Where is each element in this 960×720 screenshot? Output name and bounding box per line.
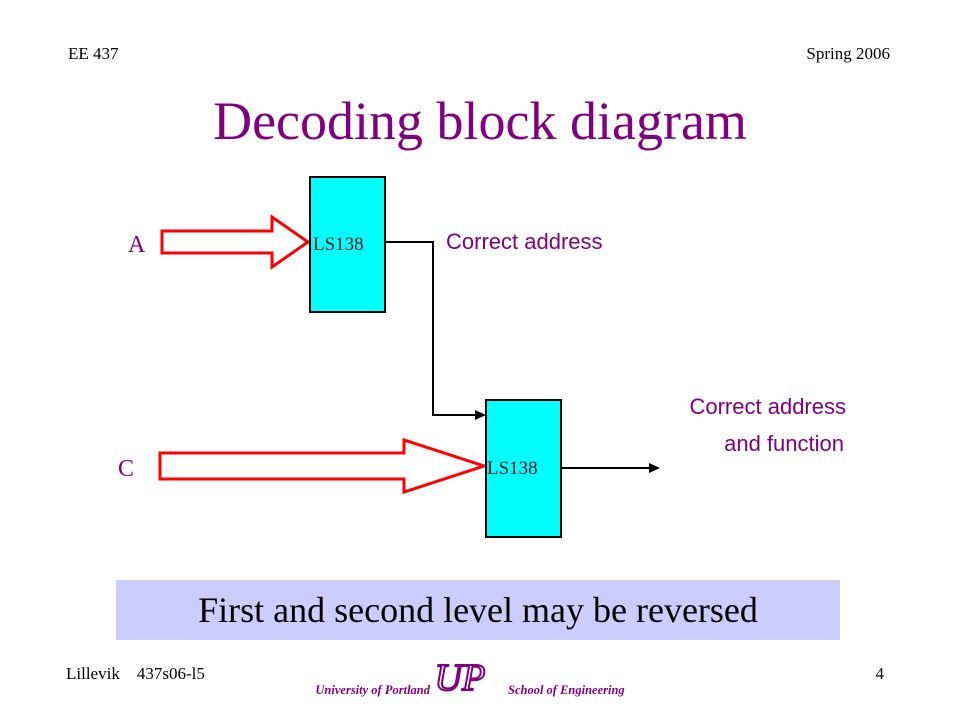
output-wire-arrowhead (649, 463, 660, 473)
output-2-label-line1: Correct address (689, 394, 846, 419)
input-arrow-a (160, 214, 311, 270)
enable-wire (385, 241, 476, 416)
term-label: Spring 2006 (806, 44, 890, 63)
university-logo: University of Portland UP School of Engi… (315, 656, 625, 700)
slide-title: Decoding block diagram (213, 91, 747, 151)
input-a-label: A (128, 232, 146, 258)
note-banner: First and second level may be reversed (116, 580, 840, 640)
decoder-chip-2-label: LS138 (487, 458, 538, 479)
page-number: 4 (875, 664, 885, 683)
decoder-chip-2 (485, 399, 562, 538)
logo-right-text: School of Engineering (508, 683, 625, 697)
decoder-chip-1 (309, 176, 386, 313)
footer-author: Lillevik 437s06-l5 (66, 664, 205, 683)
input-c-label: C (118, 456, 134, 482)
course-code: EE 437 (68, 44, 119, 63)
decoder-chip-1-label: LS138 (313, 234, 364, 255)
output-1-label: Correct address (446, 229, 603, 254)
enable-wire-arrowhead (475, 410, 486, 420)
logo-left-text: University of Portland (315, 683, 430, 697)
input-arrow-c (158, 437, 489, 495)
output-2-label-line2: and function (724, 431, 844, 456)
logo-mark: UP (435, 657, 486, 699)
